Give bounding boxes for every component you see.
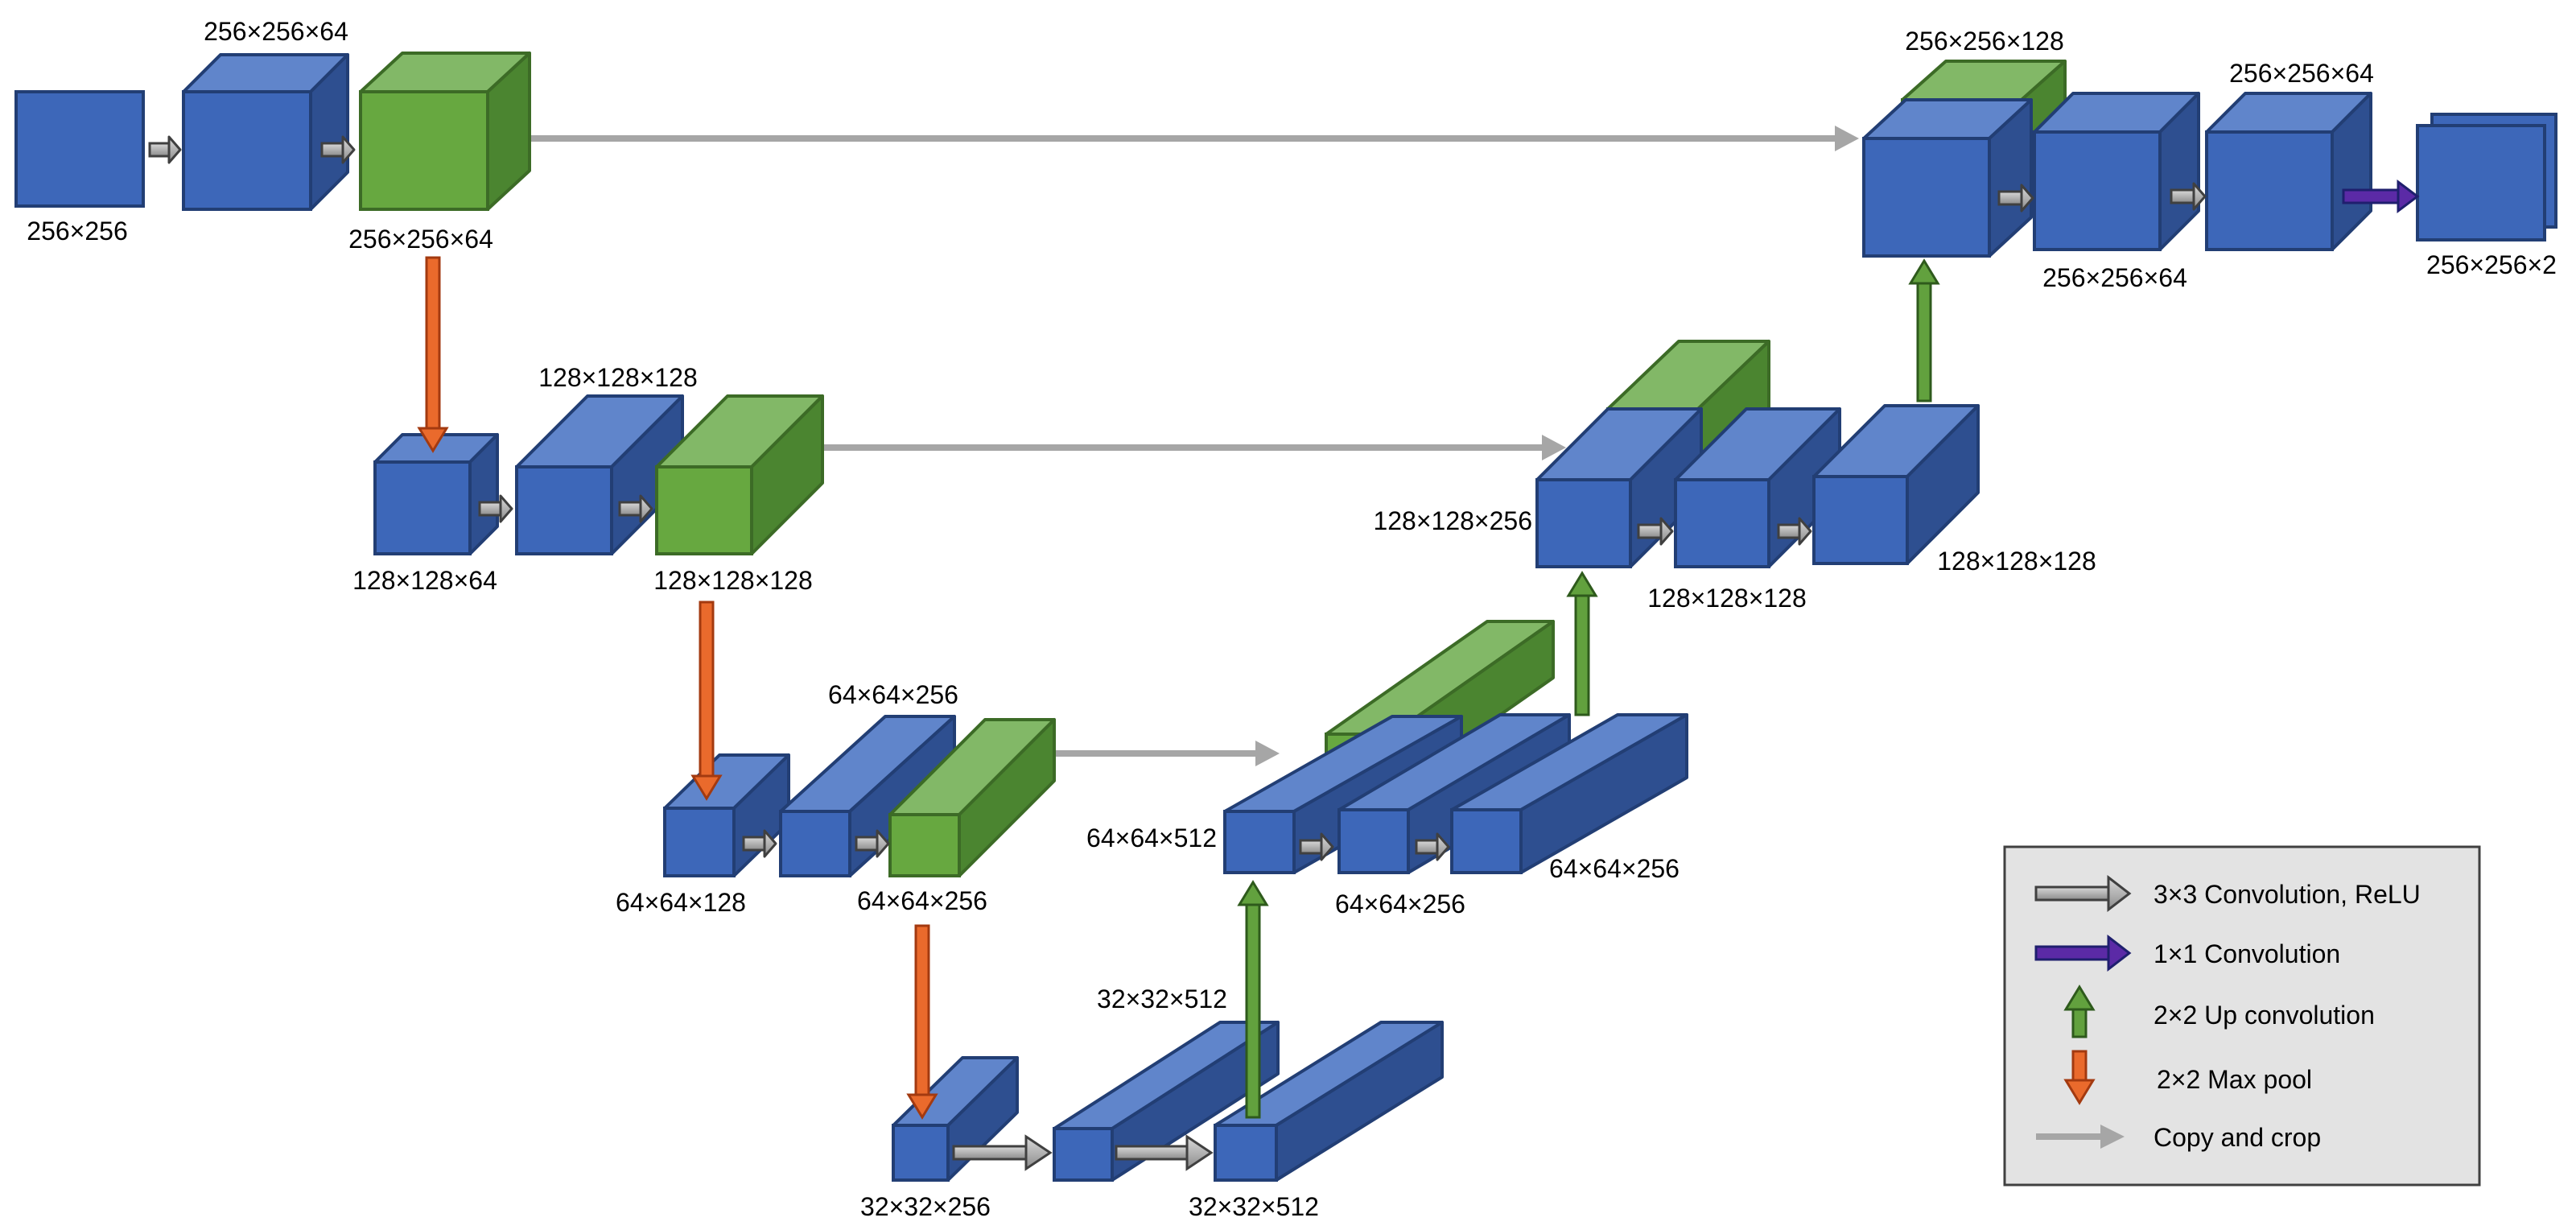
dec1-concat-block xyxy=(1862,98,2033,258)
up-conv-arrow-2 xyxy=(1566,571,1598,716)
input-image-block xyxy=(14,90,145,208)
dimension-labels: 256×256 256×256×64 256×256×64 128×128×64… xyxy=(27,17,2557,1221)
label-bottleneck-conv3: 32×32×512 xyxy=(1189,1192,1319,1221)
bottleneck-conv1-block xyxy=(892,1056,1019,1182)
label-enc3-conv1: 64×64×128 xyxy=(616,888,746,917)
conv-arrow-enc3-b xyxy=(855,829,890,858)
one-by-one-arrow-icon xyxy=(2034,934,2132,972)
enc3-conv3-block xyxy=(888,718,1056,877)
label-dec1-conv1: 256×256×64 xyxy=(2042,263,2187,292)
dec2-conv1-block xyxy=(1674,407,1841,568)
legend-item-max-pool: 2×2 Max pool xyxy=(2063,1050,2312,1105)
legend: 3×3 Convolution, ReLU 1×1 Convolution 2×… xyxy=(2003,845,2481,1187)
copy-crop-arrow-level1 xyxy=(507,126,1859,151)
copy-crop-arrow-level3 xyxy=(1038,741,1280,766)
dec2-conv2-block xyxy=(1812,404,1980,565)
conv-arrow-enc2-b xyxy=(618,494,653,523)
up-conv-arrow-3 xyxy=(1908,258,1940,402)
max-pool-arrow-1 xyxy=(417,256,449,453)
dec1-conv1-block xyxy=(2033,92,2200,251)
conv-arrow-enc1-a xyxy=(148,135,182,164)
copy-crop-arrow-icon xyxy=(2036,1125,2125,1149)
copy-crop-arrow-level2 xyxy=(801,435,1566,460)
label-dec2-conv1: 128×128×128 xyxy=(1647,584,1807,613)
conv-arrow-dec3-a xyxy=(1299,832,1334,861)
label-dec3-conv2: 64×64×256 xyxy=(1549,854,1680,883)
conv-arrow-enc2-a xyxy=(478,494,513,523)
label-dec1-conv2: 256×256×64 xyxy=(2229,59,2374,88)
label-enc3-conv2: 64×64×256 xyxy=(828,680,958,709)
conv-arrow-dec3-b xyxy=(1415,832,1450,861)
conv-arrow-dec1-b xyxy=(2170,182,2207,211)
dec3-conv2-block xyxy=(1450,713,1688,874)
legend-item-copy-crop: Copy and crop xyxy=(2036,1123,2321,1152)
max-pool-arrow-icon xyxy=(2063,1050,2096,1105)
label-enc2-conv1: 128×128×64 xyxy=(352,566,497,595)
feature-map-blocks xyxy=(14,52,2557,1182)
conv-arrow-dec2-a xyxy=(1637,517,1674,546)
legend-label-copy-crop: Copy and crop xyxy=(2154,1123,2321,1152)
enc3-conv1-block xyxy=(663,753,790,877)
max-pool-arrow-3 xyxy=(906,924,938,1120)
label-bottleneck-conv1: 32×32×256 xyxy=(860,1192,991,1221)
up-conv-arrow-icon xyxy=(2063,984,2096,1038)
label-enc1-conv2: 256×256×64 xyxy=(348,225,493,254)
enc1-conv1-block xyxy=(182,53,349,211)
bottleneck-conv-arrow-1 xyxy=(952,1134,1053,1171)
conv-arrow-enc1-b xyxy=(320,135,356,164)
conv-arrow-dec2-b xyxy=(1777,517,1812,546)
dec1-conv2-block xyxy=(2205,92,2372,251)
bottleneck-conv-arrow-2 xyxy=(1115,1134,1214,1171)
bottleneck-conv3-block xyxy=(1214,1021,1444,1182)
one-by-one-conv-arrow xyxy=(2342,180,2420,213)
max-pool-arrow-2 xyxy=(690,601,723,801)
enc2-conv3-block xyxy=(655,394,824,555)
bottleneck-conv2-block xyxy=(1053,1021,1280,1182)
label-dec2-concat: 128×128×256 xyxy=(1373,506,1532,535)
conv-arrow-enc3-a xyxy=(742,829,777,858)
legend-item-one-by-one: 1×1 Convolution xyxy=(2034,934,2340,972)
output-block-front xyxy=(2416,124,2546,241)
legend-label-up-conv: 2×2 Up convolution xyxy=(2154,1001,2375,1030)
legend-item-up-conv: 2×2 Up convolution xyxy=(2063,984,2375,1038)
copy-crop-arrows xyxy=(507,126,1859,766)
legend-label-one-by-one: 1×1 Convolution xyxy=(2154,939,2340,968)
label-dec1-concat: 256×256×128 xyxy=(1905,27,2064,56)
enc2-conv1-block xyxy=(373,433,499,555)
up-conv-arrow-1 xyxy=(1237,880,1269,1119)
label-enc3-conv3: 64×64×256 xyxy=(857,886,987,915)
bottleneck-conv-arrows xyxy=(952,1134,1214,1171)
label-input-size: 256×256 xyxy=(27,217,127,246)
label-bottleneck-conv2: 32×32×512 xyxy=(1097,984,1227,1013)
label-output-size: 256×256×2 xyxy=(2426,250,2557,279)
label-enc1-conv1: 256×256×64 xyxy=(204,17,348,46)
conv-arrow-dec1-a xyxy=(1997,184,2034,213)
conv-relu-arrows xyxy=(148,135,2207,861)
legend-label-conv-relu: 3×3 Convolution, ReLU xyxy=(2154,880,2421,909)
label-enc2-conv2: 128×128×128 xyxy=(538,363,698,392)
label-dec3-conv1: 64×64×256 xyxy=(1335,889,1465,918)
enc1-conv2-block xyxy=(359,52,531,211)
label-enc2-conv3: 128×128×128 xyxy=(653,566,813,595)
legend-item-conv-relu: 3×3 Convolution, ReLU xyxy=(2034,874,2421,913)
max-pool-arrows xyxy=(417,256,938,1120)
conv-relu-arrow-icon xyxy=(2034,874,2132,913)
label-dec3-concat: 64×64×512 xyxy=(1086,823,1217,852)
label-dec2-conv2: 128×128×128 xyxy=(1937,547,2096,576)
up-conv-arrows xyxy=(1237,258,1940,1119)
legend-label-max-pool: 2×2 Max pool xyxy=(2157,1065,2312,1094)
